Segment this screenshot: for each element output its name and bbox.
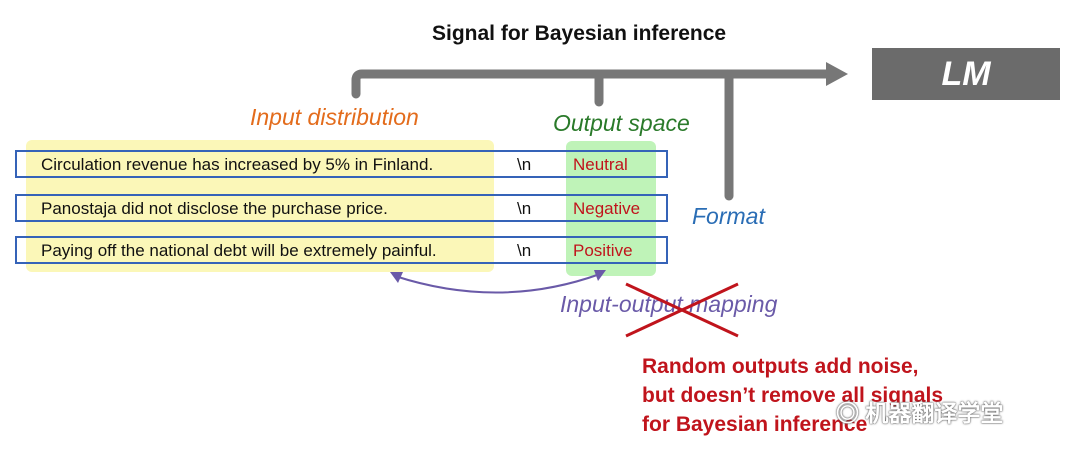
- noise-note-line-3: for Bayesian inference: [642, 413, 868, 436]
- mapping-arrow-right-icon: [594, 270, 606, 281]
- example-separator: \n: [517, 199, 532, 218]
- connector-main: [351, 69, 835, 99]
- example-text: Circulation revenue has increased by 5% …: [41, 155, 434, 174]
- example-label: Neutral: [573, 155, 628, 174]
- output-space-label: Output space: [553, 110, 690, 136]
- mapping-arc: [394, 273, 601, 294]
- output-space-highlight: [566, 141, 656, 276]
- example-separator: \n: [517, 155, 532, 174]
- arrow-head-icon: [826, 62, 848, 86]
- example-row: Circulation revenue has increased by 5% …: [15, 150, 668, 178]
- example-label: Positive: [573, 241, 633, 260]
- example-label: Negative: [573, 199, 641, 218]
- example-separator: \n: [517, 241, 532, 260]
- lm-label: LM: [941, 54, 991, 93]
- watermark-text: 机器翻译学堂: [865, 400, 1004, 426]
- example-row: Paying off the national debt will be ext…: [15, 236, 668, 264]
- diagram-title: Signal for Bayesian inference: [432, 22, 727, 45]
- input-distribution-label: Input distribution: [250, 104, 419, 130]
- input-distribution-highlight: [26, 140, 494, 272]
- wechat-icon: ◎: [836, 400, 866, 426]
- example-text: Panostaja did not disclose the purchase …: [41, 199, 388, 218]
- format-label: Format: [692, 203, 765, 229]
- noise-note: Random outputs add noise, but doesn’t re…: [642, 352, 943, 439]
- mapping-arrow-left-icon: [390, 272, 403, 283]
- noise-note-line-2: but doesn’t remove all signals: [642, 384, 944, 407]
- lm-box: LM: [872, 48, 1060, 100]
- example-text: Paying off the national debt will be ext…: [41, 241, 437, 260]
- watermark: ◎ 机器翻译学堂: [836, 394, 1003, 428]
- example-row: Panostaja did not disclose the purchase …: [15, 194, 668, 222]
- noise-note-line-1: Random outputs add noise,: [642, 355, 919, 378]
